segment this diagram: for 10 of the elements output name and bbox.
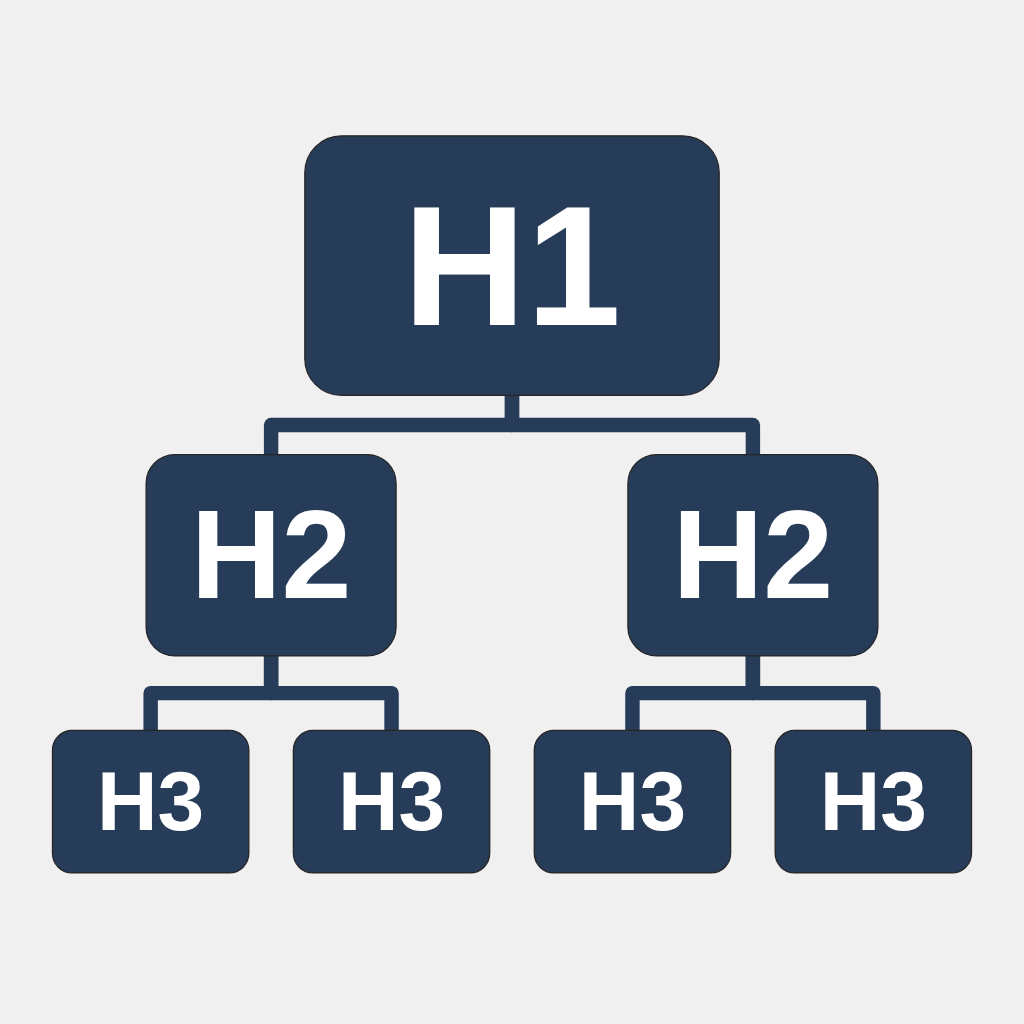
connector-line — [745, 655, 881, 731]
node-label: H2 — [672, 492, 834, 619]
node-label: H2 — [190, 492, 352, 619]
connector-line — [504, 395, 761, 455]
connector-line — [263, 655, 399, 731]
node-label: H3 — [337, 759, 446, 844]
node-label: H3 — [578, 759, 687, 844]
node-label: H3 — [819, 759, 927, 844]
node-label: H3 — [97, 759, 205, 844]
node-label: H1 — [403, 180, 621, 351]
